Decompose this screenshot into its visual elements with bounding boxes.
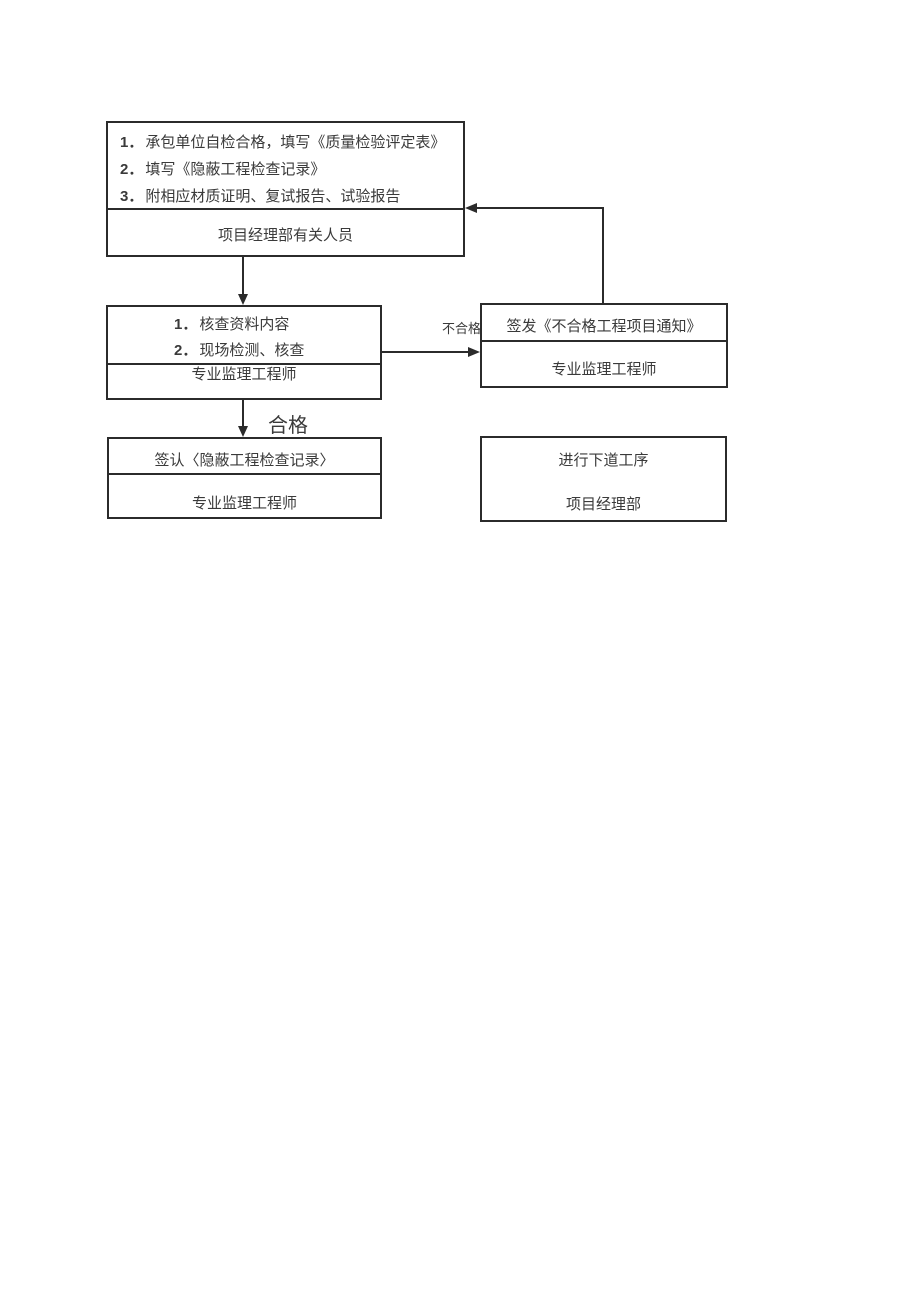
review-check-list: 1．核查资料内容 2．现场检测、核查 — [174, 312, 304, 364]
notice-title: 签发《不合格工程项目通知》 — [506, 318, 702, 335]
fail-label: 不合格 — [442, 321, 482, 336]
section-divider — [481, 340, 727, 342]
connector-top-to-review — [242, 257, 244, 296]
contractor-self-check-box: 1．承包单位自检合格，填写《质量检验评定表》 2．填写《隐蔽工程检查记录》 3．… — [106, 121, 465, 257]
connector-review-to-notice — [382, 351, 469, 353]
arrowhead-down-icon — [238, 426, 248, 437]
section-divider — [108, 473, 381, 475]
actor-label: 项目经理部 — [565, 496, 641, 513]
next-process-box: 进行下道工序 项目经理部 — [480, 436, 727, 522]
sign-title: 签认〈隐蔽工程检查记录〉 — [154, 452, 335, 469]
next-process-title: 进行下道工序 — [558, 452, 649, 469]
item-text: 附相应材质证明、复试报告、试验报告 — [145, 188, 401, 205]
item-text: 填写《隐蔽工程检查记录》 — [145, 161, 326, 178]
item-number: 1． — [120, 134, 144, 151]
section-divider — [107, 208, 464, 210]
list-item: 1．承包单位自检合格，填写《质量检验评定表》 — [120, 129, 445, 156]
list-item: 1．核查资料内容 — [174, 312, 304, 338]
arrowhead-down-icon — [238, 294, 248, 305]
pass-label: 合格 — [268, 415, 308, 437]
item-text: 承包单位自检合格，填写《质量检验评定表》 — [145, 134, 446, 151]
actor-label: 专业监理工程师 — [191, 495, 297, 512]
supervisor-review-box: 1．核查资料内容 2．现场检测、核查 专业监理工程师 — [106, 305, 382, 400]
actor-label: 项目经理部有关人员 — [217, 227, 353, 244]
actor-label: 专业监理工程师 — [191, 366, 297, 383]
item-number: 2． — [120, 161, 144, 178]
arrowhead-left-icon — [465, 203, 477, 213]
feedback-line-horizontal — [476, 207, 604, 209]
list-item: 2．现场检测、核查 — [174, 338, 304, 364]
feedback-line-vertical — [602, 207, 604, 303]
item-number: 1． — [174, 316, 198, 333]
item-text: 核查资料内容 — [199, 316, 290, 333]
arrowhead-right-icon — [468, 347, 480, 357]
list-item: 2．填写《隐蔽工程检查记录》 — [120, 156, 445, 183]
contractor-check-list: 1．承包单位自检合格，填写《质量检验评定表》 2．填写《隐蔽工程检查记录》 3．… — [120, 129, 445, 210]
connector-review-to-sign — [242, 400, 244, 428]
item-number: 3． — [120, 188, 144, 205]
list-item: 3．附相应材质证明、复试报告、试验报告 — [120, 183, 445, 210]
item-text: 现场检测、核查 — [199, 342, 305, 359]
item-number: 2． — [174, 342, 198, 359]
section-divider — [107, 363, 381, 365]
actor-label: 专业监理工程师 — [551, 361, 657, 378]
sign-record-box: 签认〈隐蔽工程检查记录〉 专业监理工程师 — [107, 437, 382, 519]
nonconforming-notice-box: 签发《不合格工程项目通知》 专业监理工程师 — [480, 303, 728, 388]
